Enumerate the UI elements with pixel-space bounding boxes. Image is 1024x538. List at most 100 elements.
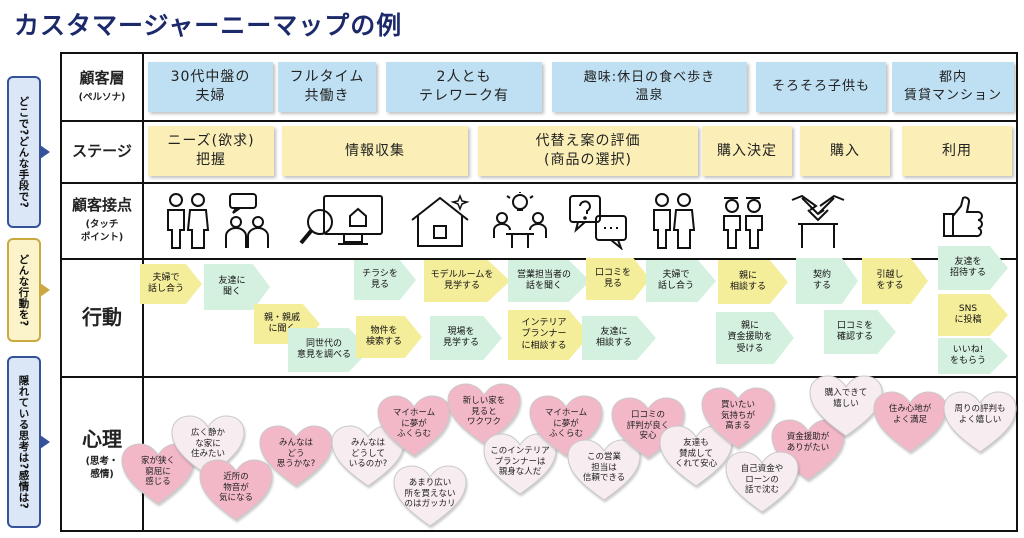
- action-arrow: 友達に 聞く: [204, 264, 270, 310]
- emotion-heart: 購入できて 嬉しい: [808, 374, 884, 438]
- row-label-text: 行動: [82, 305, 122, 329]
- emotion-heart: 近所の 物音が 気になる: [198, 458, 274, 522]
- row-label-text: 顧客層: [79, 69, 125, 88]
- stage-note: 購入: [800, 126, 890, 176]
- heart-shape: [199, 459, 273, 521]
- emotion-text: このインテリア プランナーは 親身な人だ: [490, 446, 550, 478]
- row-label-text: 心理: [82, 426, 122, 451]
- journey-map-board: 顧客層 (ペルソナ) ステージ 顧客接点 (タッチ ポイント) 行動 心理 (思…: [60, 52, 1018, 532]
- heart-shape: [483, 433, 557, 495]
- row-label-action: 行動: [62, 258, 142, 376]
- persona-note: 都内 賃貸マンション: [892, 62, 1014, 112]
- emotion-heart: みんなは どうして いるのか?: [330, 424, 406, 488]
- action-arrow: 口コミを 見る: [586, 258, 650, 300]
- heart-shape: [171, 415, 245, 477]
- action-arrow: 口コミを 確認する: [824, 310, 896, 354]
- row-label-persona: 顧客層 (ペルソナ): [62, 54, 142, 120]
- emotion-text: みんなは どうして いるのか?: [348, 438, 388, 470]
- emotion-heart: 周りの評判も よく嬉しい: [942, 390, 1018, 454]
- persona-note: 趣味:休日の食べ歩き 温泉: [552, 62, 747, 112]
- action-arrow: インテリア プランナー に相談する: [508, 310, 590, 360]
- emotion-text: 自己資金や ローンの 話で沈む: [740, 464, 784, 496]
- action-arrow: 契約 する: [796, 258, 858, 304]
- emotion-heart: 買いたい 気持ちが 高まる: [700, 386, 776, 450]
- emotion-text: 近所の 物音が 気になる: [218, 472, 253, 504]
- side-label-text: どこで?どんな手段で?: [17, 95, 30, 209]
- emotion-text: マイホーム に夢が ふくらむ: [544, 408, 588, 440]
- row-label-sub: (思考・ 感情): [85, 455, 119, 480]
- action-arrow: SNS に投稿: [938, 294, 1008, 336]
- thumbs-up-icon: [943, 196, 983, 238]
- row-divider: [62, 182, 1016, 184]
- action-arrow: 友達を 招待する: [938, 246, 1008, 290]
- emotion-text: 家が狭く 窮屈に 感じる: [140, 456, 175, 488]
- emotion-heart: みんなは どう 思うかな?: [258, 424, 334, 488]
- side-label-action: どんな行動を?: [7, 238, 50, 342]
- emotion-text: みんなは どう 思うかな?: [276, 438, 316, 470]
- row-label-text: ステージ: [72, 142, 132, 160]
- stage-note: 購入決定: [702, 126, 792, 176]
- action-arrow: 引越し をする: [862, 258, 928, 304]
- heart-shape: [809, 375, 883, 437]
- side-label-text: 隠れている思考は?感情は?: [17, 374, 30, 510]
- row-label-emotion: 心理 (思考・ 感情): [62, 376, 142, 532]
- heart-shape: [393, 465, 467, 527]
- persona-note: 2人とも テレワーク有: [386, 62, 542, 112]
- emotion-text: 資金援助が ありがたい: [786, 432, 830, 453]
- action-arrow: 友達に 相談する: [582, 316, 656, 360]
- meeting-idea-icon: [493, 192, 547, 248]
- emotion-text: 買いたい 気持ちが 高まる: [720, 400, 755, 432]
- heart-shape: [701, 387, 775, 449]
- emotion-text: マイホーム に夢が ふくらむ: [392, 408, 436, 440]
- row-label-sub: (タッチ ポイント): [80, 218, 124, 243]
- emotion-heart: マイホーム に夢が ふくらむ: [376, 394, 452, 458]
- action-arrow: チラシを 見る: [354, 260, 416, 300]
- emotion-text: 新しい家を 見ると ワクワク: [462, 396, 506, 428]
- emotion-heart: 新しい家を 見ると ワクワク: [446, 382, 522, 446]
- emotion-heart: 広く静か な家に 住みたい: [170, 414, 246, 478]
- emotion-text: 口コミの 評判が良く 安心: [626, 410, 670, 442]
- row-divider: [62, 376, 1016, 378]
- emotion-heart: 自己資金や ローンの 話で沈む: [724, 450, 800, 514]
- emotion-heart: 家が狭く 窮屈に 感じる: [120, 442, 196, 506]
- magnifier-computer-icon: [299, 195, 383, 245]
- handshake-icon: [791, 194, 845, 248]
- emotion-text: 友達も 賛成して くれて安心: [674, 438, 718, 470]
- side-label-text: どんな行動を?: [17, 253, 30, 327]
- action-arrow: 物件を 検索する: [356, 316, 422, 358]
- persona-note: フルタイム 共働き: [278, 62, 376, 112]
- stage-note: 利用: [902, 126, 1012, 176]
- chat-people-icon: [225, 193, 269, 248]
- emotion-text: 広く静か な家に 住みたい: [190, 428, 225, 460]
- action-arrow: 夫婦で 話し合う: [646, 260, 716, 302]
- emotion-heart: この営業 担当は 信頼できる: [566, 438, 642, 502]
- emotion-text: あまり広い 所を買えない のはガッカリ: [404, 478, 456, 510]
- stage-note: ニーズ(欲求) 把握: [148, 126, 274, 176]
- side-label-thoughts: 隠れている思考は?感情は?: [7, 356, 50, 528]
- action-arrow: 現場を 見学する: [430, 316, 502, 360]
- row-label-text: 顧客接点: [71, 195, 132, 214]
- heart-shape: [447, 383, 521, 445]
- stage-note: 情報収集: [282, 126, 468, 176]
- action-arrow: 営業担当者の 話を聞く: [508, 260, 590, 302]
- row-label-stage: ステージ: [62, 120, 142, 182]
- row-label-sub: (ペルソナ): [78, 92, 126, 104]
- emotion-text: この営業 担当は 信頼できる: [582, 452, 626, 484]
- emotion-heart: あまり広い 所を買えない のはガッカリ: [392, 464, 468, 528]
- stage-note: 代替え案の評価 (商品の選択): [478, 126, 698, 176]
- emotion-text: 購入できて 嬉しい: [824, 388, 868, 409]
- house-icon: [411, 193, 470, 247]
- emotion-text: 住み心地が よく満足: [888, 404, 932, 425]
- side-label-where: どこで?どんな手段で?: [7, 76, 50, 228]
- emotion-text: 周りの評判も よく嬉しい: [954, 404, 1006, 425]
- question-chat-icon: [569, 195, 627, 250]
- couple-icon: [653, 193, 696, 249]
- heart-shape: [377, 395, 451, 457]
- persona-note: そろそろ子供も: [756, 62, 886, 112]
- emotion-heart: 住み心地が よく満足: [872, 390, 948, 454]
- emotion-heart: このインテリア プランナーは 親身な人だ: [482, 432, 558, 496]
- page-title: カスタマージャーニーマップの例: [14, 11, 403, 40]
- action-arrow: 夫婦で 話し合う: [140, 264, 202, 304]
- couple-icon: [167, 193, 210, 249]
- heart-shape: [943, 391, 1017, 453]
